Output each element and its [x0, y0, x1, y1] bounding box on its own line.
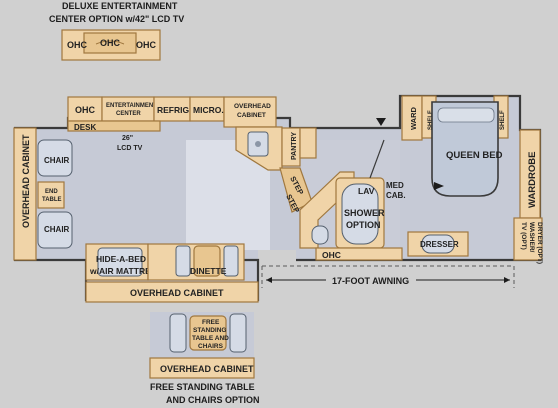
free-table-label-line2: STANDING [193, 327, 226, 334]
deluxe-entertainment-center: OHC OHC OHC [61, 29, 161, 61]
free-table-label-line4: CHAIRS [198, 343, 224, 350]
lcd-tv-label-line2: LCD TV [117, 145, 143, 152]
top-cabinet-row: OHC ENTERTAINMENT CENTER REFRIG. MICRO. … [67, 96, 277, 152]
shelf-right-label: SHELF [500, 110, 506, 130]
end-table-label-line1: END [45, 189, 58, 195]
shelf-left-label: SHELF [428, 110, 434, 130]
deluxe-ohc-left-label: OHC [67, 40, 88, 50]
lower-slide: HIDE-A-BED w/AIR MATTRESS DINETTE OVERHE… [85, 243, 259, 303]
free-option-caption-line1: FREE STANDING TABLE [150, 382, 255, 392]
queen-bed-label: QUEEN BED [446, 150, 503, 161]
deluxe-option-caption-line2: CENTER OPTION w/42" LCD TV [49, 14, 184, 24]
bathroom: SHOWER OPTION LAV MED CAB. OHC [299, 139, 406, 261]
overhead-cabinet-top-label-line1: OVERHEAD [234, 103, 271, 110]
med-cab-label-line1: MED [386, 181, 404, 190]
free-standing-table-option: FREE STANDING TABLE AND CHAIRS OVERHEAD … [149, 312, 255, 379]
shower-label-line1: SHOWER [344, 208, 385, 218]
ward-label: WARD [409, 107, 418, 130]
hide-a-bed-label-line1: HIDE-A-BED [96, 254, 146, 264]
bath-ohc-label: OHC [322, 250, 341, 260]
entertainment-center-label-line1: ENTERTAINMENT [106, 103, 157, 109]
pantry-label: PANTRY [291, 132, 298, 160]
free-table-label-line1: FREE [202, 319, 220, 326]
end-table-label-line2: TABLE [42, 197, 62, 203]
tv-opt-label: TV (OPT) [520, 222, 527, 250]
entertainment-center-label-line2: CENTER [116, 111, 141, 117]
kitchen-counter [235, 126, 283, 171]
left-overhead-cabinet-label: OVERHEAD CABINET [21, 134, 31, 228]
med-cab-label-line2: CAB. [386, 191, 406, 200]
free-option-overhead-cabinet-label: OVERHEAD CABINET [160, 364, 254, 374]
deluxe-option-caption-line1: DELUXE ENTERTAINMENT [62, 1, 178, 11]
free-option-caption-line2: AND CHAIRS OPTION [166, 395, 260, 405]
hide-a-bed-label-line2: w/AIR MATTRESS [89, 266, 162, 276]
deluxe-ohc-center-label: OHC [100, 38, 121, 48]
bottom-overhead-cabinet-label: OVERHEAD CABINET [130, 288, 224, 298]
chair-top-label: CHAIR [44, 156, 70, 165]
dinette-label: DINETTE [190, 266, 227, 276]
ohc-top-label: OHC [75, 105, 96, 115]
overhead-cabinet-top-label-line2: CABINET [237, 112, 266, 119]
shower-label-line2: OPTION [346, 220, 381, 230]
refrigerator-label: REFRIG. [157, 105, 191, 115]
free-table-label-line3: TABLE AND [192, 335, 229, 342]
desk-label: DESK [74, 123, 96, 132]
lav-label: LAV [358, 186, 375, 196]
awning-label: 17-FOOT AWNING [332, 276, 409, 286]
bedroom: WARD SHELF SHELF QUEEN BED WARDROBE TV (… [376, 95, 543, 264]
washer-dryer-label-line1: WASHER/ [528, 222, 535, 253]
chair-bottom-label: CHAIR [44, 225, 70, 234]
dresser-label: DRESSER [420, 240, 459, 249]
washer-dryer-label-line2: DRYER (OPT) [536, 222, 543, 264]
deluxe-ohc-right-label: OHC [136, 40, 157, 50]
awning: 17-FOOT AWNING [261, 265, 515, 288]
microwave-label: MICRO. [193, 105, 224, 115]
wardrobe-label: WARDROBE [527, 152, 538, 208]
lcd-tv-label-line1: 26" [122, 135, 133, 142]
living-room: OVERHEAD CABINET CHAIR END TABLE CHAIR [13, 127, 73, 261]
